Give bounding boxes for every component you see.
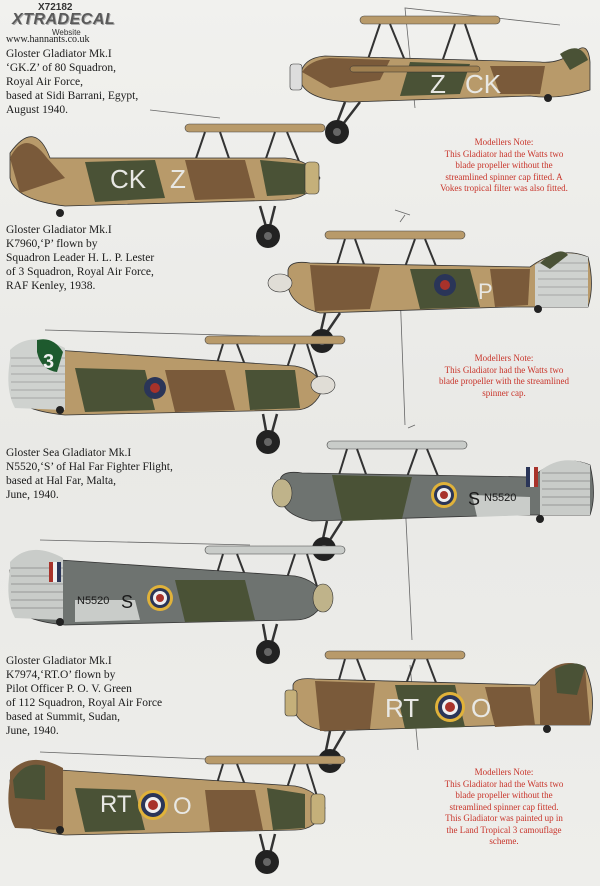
serial: N5520 xyxy=(77,595,109,607)
caption-k7960: Gloster Gladiator Mk.I K7960,‘P’ flown b… xyxy=(6,224,155,292)
aircraft-n5520-port: N5520 S xyxy=(8,545,346,664)
code-letter-a: RT xyxy=(100,791,132,818)
website-url: www.hannants.co.uk xyxy=(6,34,90,45)
code-letter-b: P xyxy=(478,279,493,304)
aircraft-gk-z-starboard: Z CK xyxy=(289,15,591,144)
product-code: X72182 xyxy=(38,2,73,13)
code-letter-b: O xyxy=(471,693,491,723)
aircraft-k7960-starboard: P xyxy=(267,230,592,353)
aircraft-k7974-starboard: RT O xyxy=(284,650,593,773)
modellers-note-2: Modellers Note: This Gladiator had the W… xyxy=(439,353,569,398)
xtradecal-logo: XTRADECAL xyxy=(12,11,116,28)
aircraft-k7960-port: 3 xyxy=(8,335,346,454)
website-label: Website xyxy=(52,28,81,37)
code-letter-b: Z xyxy=(170,164,186,194)
aircraft-k7974-port: RT O xyxy=(8,755,346,874)
serial: N5520 xyxy=(484,492,516,504)
code-letter-b: S xyxy=(121,592,133,612)
caption-k7974: Gloster Gladiator Mk.I K7974,‘RT.O’ flow… xyxy=(6,655,163,737)
code-letter-a: Z xyxy=(430,69,446,99)
code-letter-a: 3 xyxy=(43,351,54,373)
code-letter-a: CK xyxy=(110,164,147,194)
code-letter-a: S xyxy=(468,489,480,509)
caption-n5520: Gloster Sea Gladiator Mk.I N5520,‘S’ of … xyxy=(6,447,173,501)
aircraft-n5520-starboard: S N5520 xyxy=(271,440,594,561)
code-letter-b: CK xyxy=(465,69,502,99)
aircraft-gk-z-port: CK Z xyxy=(9,123,326,248)
code-letter-a: RT xyxy=(385,693,419,723)
code-letter-b: O xyxy=(173,793,192,820)
modellers-note-3: Modellers Note: This Gladiator had the W… xyxy=(444,767,564,846)
caption-gk-z: Gloster Gladiator Mk.I ‘GK.Z’ of 80 Squa… xyxy=(6,48,139,116)
modellers-note-1: Modellers Note: This Gladiator had the W… xyxy=(440,137,568,193)
